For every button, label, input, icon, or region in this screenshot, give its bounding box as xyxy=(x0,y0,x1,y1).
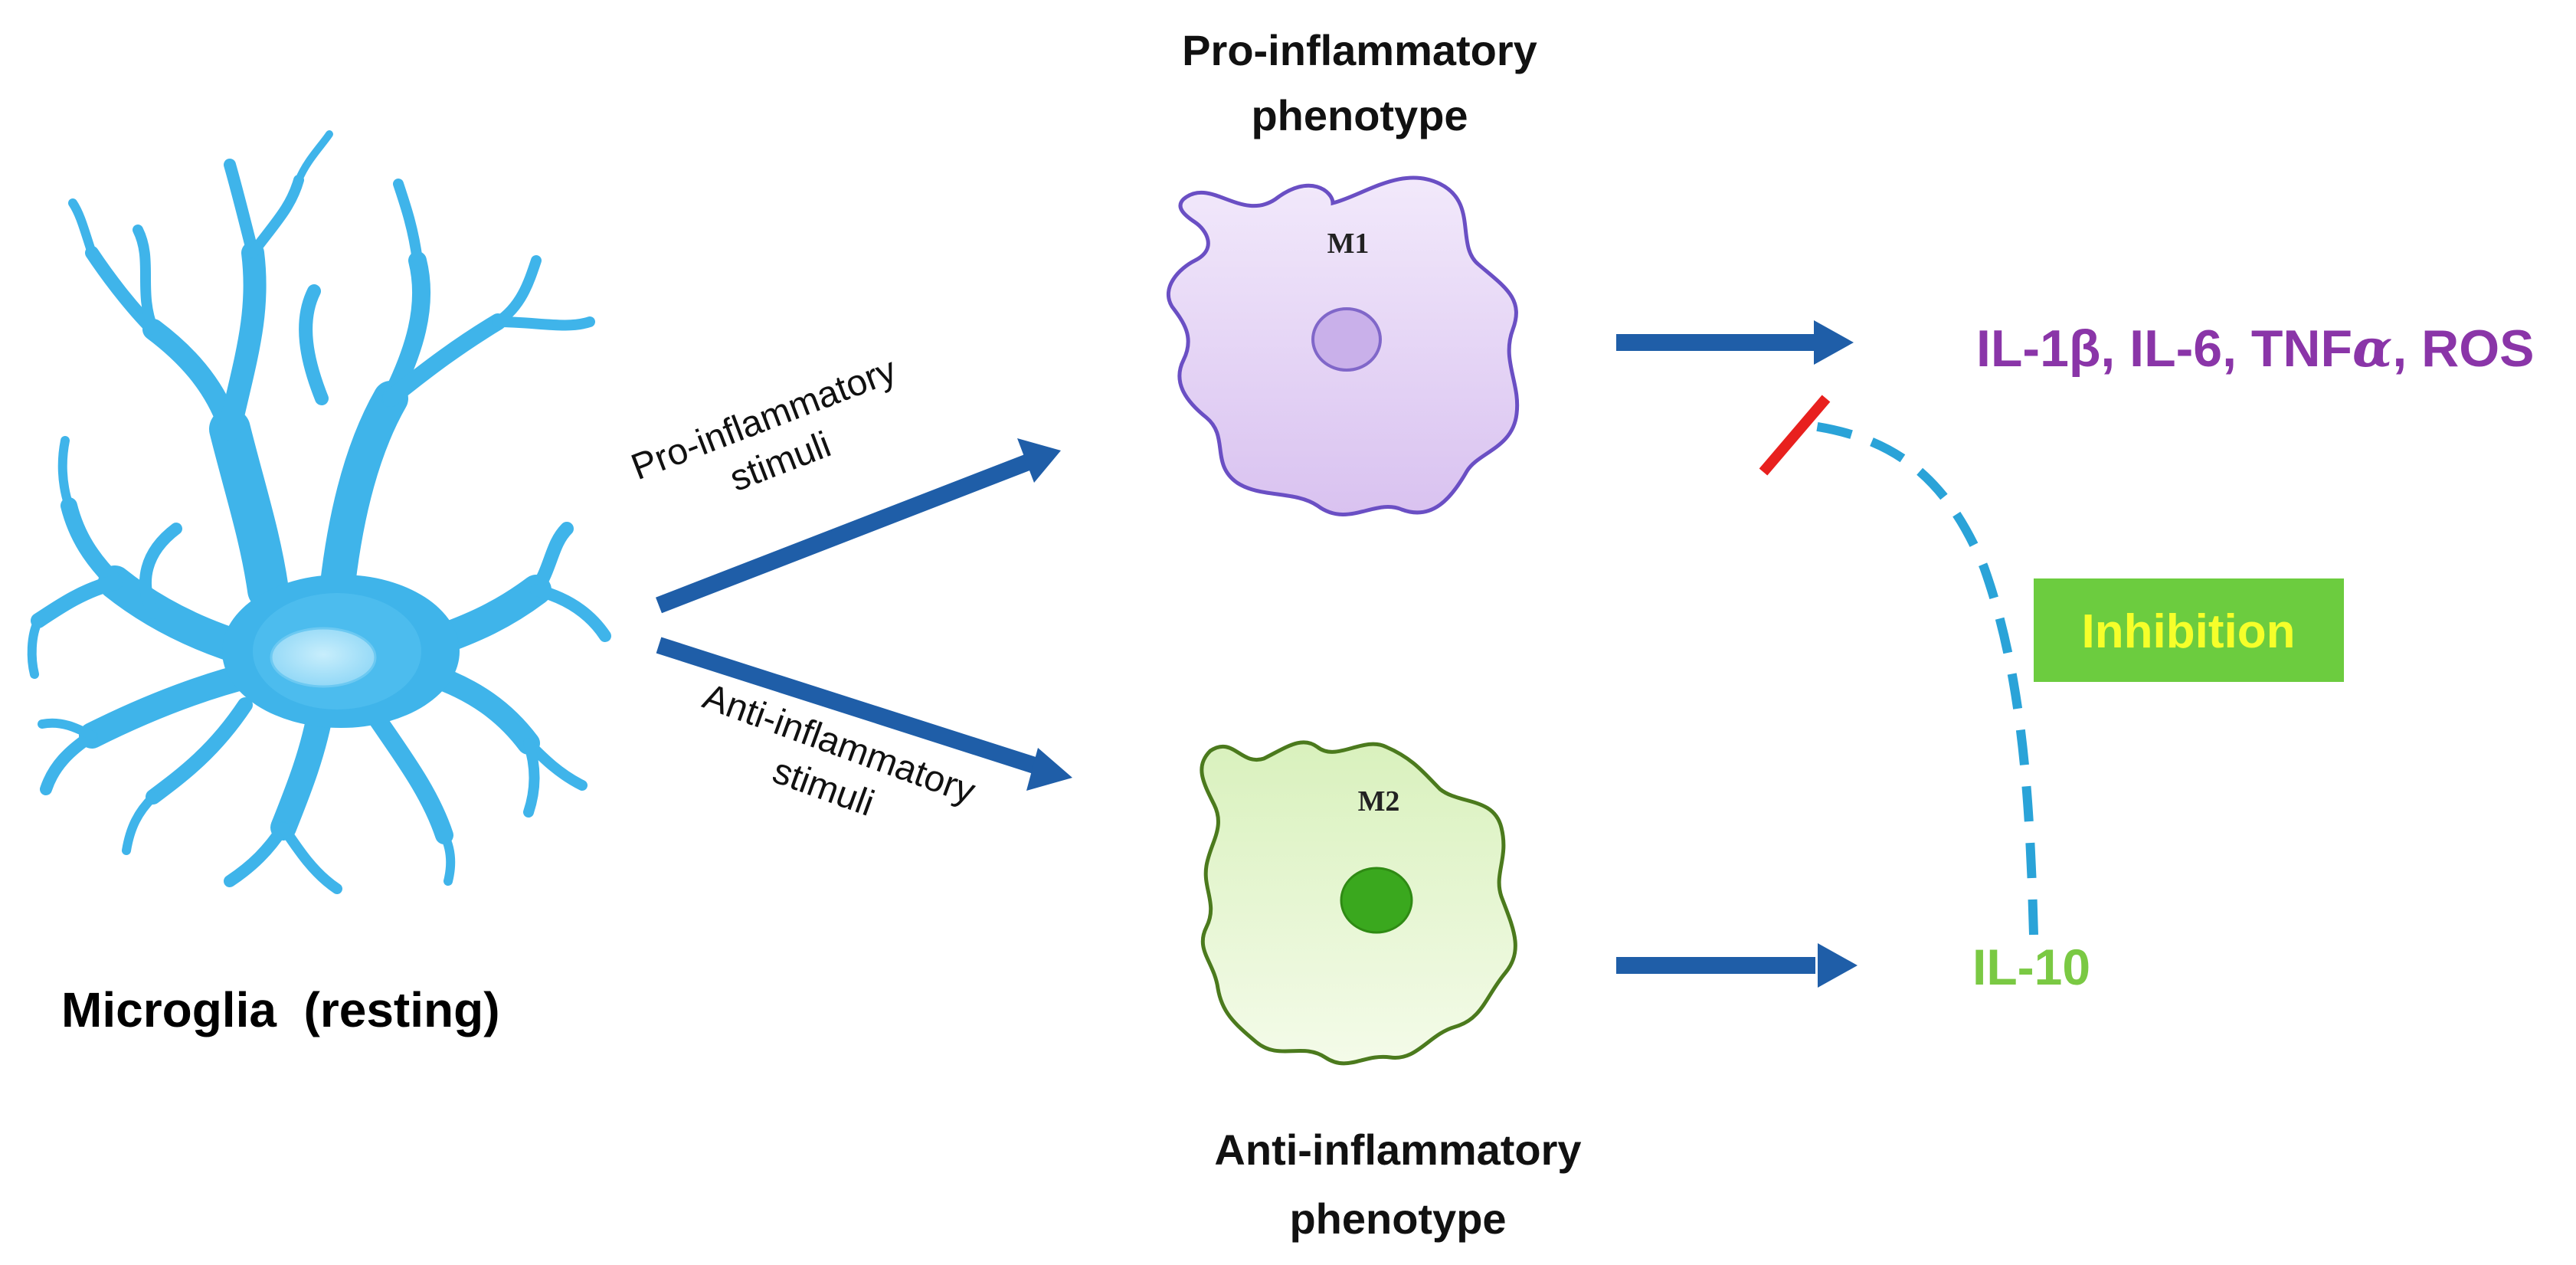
inhibition-box xyxy=(2034,578,2344,682)
m2-phenotype-title-line2: phenotype xyxy=(1289,1195,1506,1243)
resting-microglia-cell xyxy=(27,130,611,894)
m2-cell-label: M2 xyxy=(1358,785,1400,818)
resting-microglia-label: Microglia (resting) xyxy=(61,982,500,1037)
resting-microglia-nucleus xyxy=(270,627,377,688)
m2-phenotype-title-line1: Anti-inflammatory xyxy=(1214,1126,1581,1174)
m2-nucleus xyxy=(1340,867,1413,934)
inhibition-dashed-curve xyxy=(1807,421,2038,936)
products-suffix: , ROS xyxy=(2392,320,2534,378)
m2-output-arrow xyxy=(1616,943,1858,988)
products-prefix: IL-1β, IL-6, TNF xyxy=(1976,320,2352,378)
anti-inflammatory-stimulus-arrow xyxy=(656,637,1072,791)
m1-output-arrow xyxy=(1616,320,1854,365)
pro-inflammatory-products: IL-1β, IL-6, TNFα, ROS xyxy=(1976,318,2535,379)
m1-nucleus xyxy=(1311,307,1382,372)
m1-phenotype-title-line2: phenotype xyxy=(1251,91,1468,139)
m1-cell-label: M1 xyxy=(1327,228,1370,260)
il10-label: IL-10 xyxy=(1972,939,2090,995)
inhibition-label: Inhibition xyxy=(2082,605,2296,658)
m1-phenotype-title-line1: Pro-inflammatory xyxy=(1182,26,1537,74)
pro-inflammatory-stimulus-arrow xyxy=(656,438,1061,614)
inhibition-bar xyxy=(1759,395,1831,476)
products-alpha: α xyxy=(2352,318,2392,379)
